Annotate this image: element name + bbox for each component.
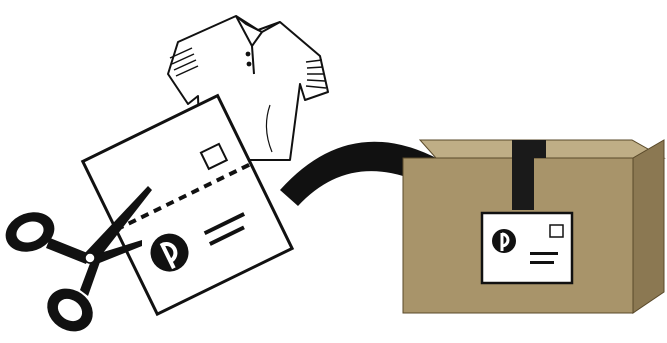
- scissors-icon: [0, 186, 152, 340]
- address-line: [530, 261, 554, 264]
- shipping-label-icon: [482, 213, 572, 283]
- postal-logo-icon: [492, 229, 516, 253]
- box-tape: [512, 140, 546, 158]
- box-tape: [512, 158, 534, 210]
- stamp-box: [550, 225, 563, 237]
- address-line: [530, 252, 558, 255]
